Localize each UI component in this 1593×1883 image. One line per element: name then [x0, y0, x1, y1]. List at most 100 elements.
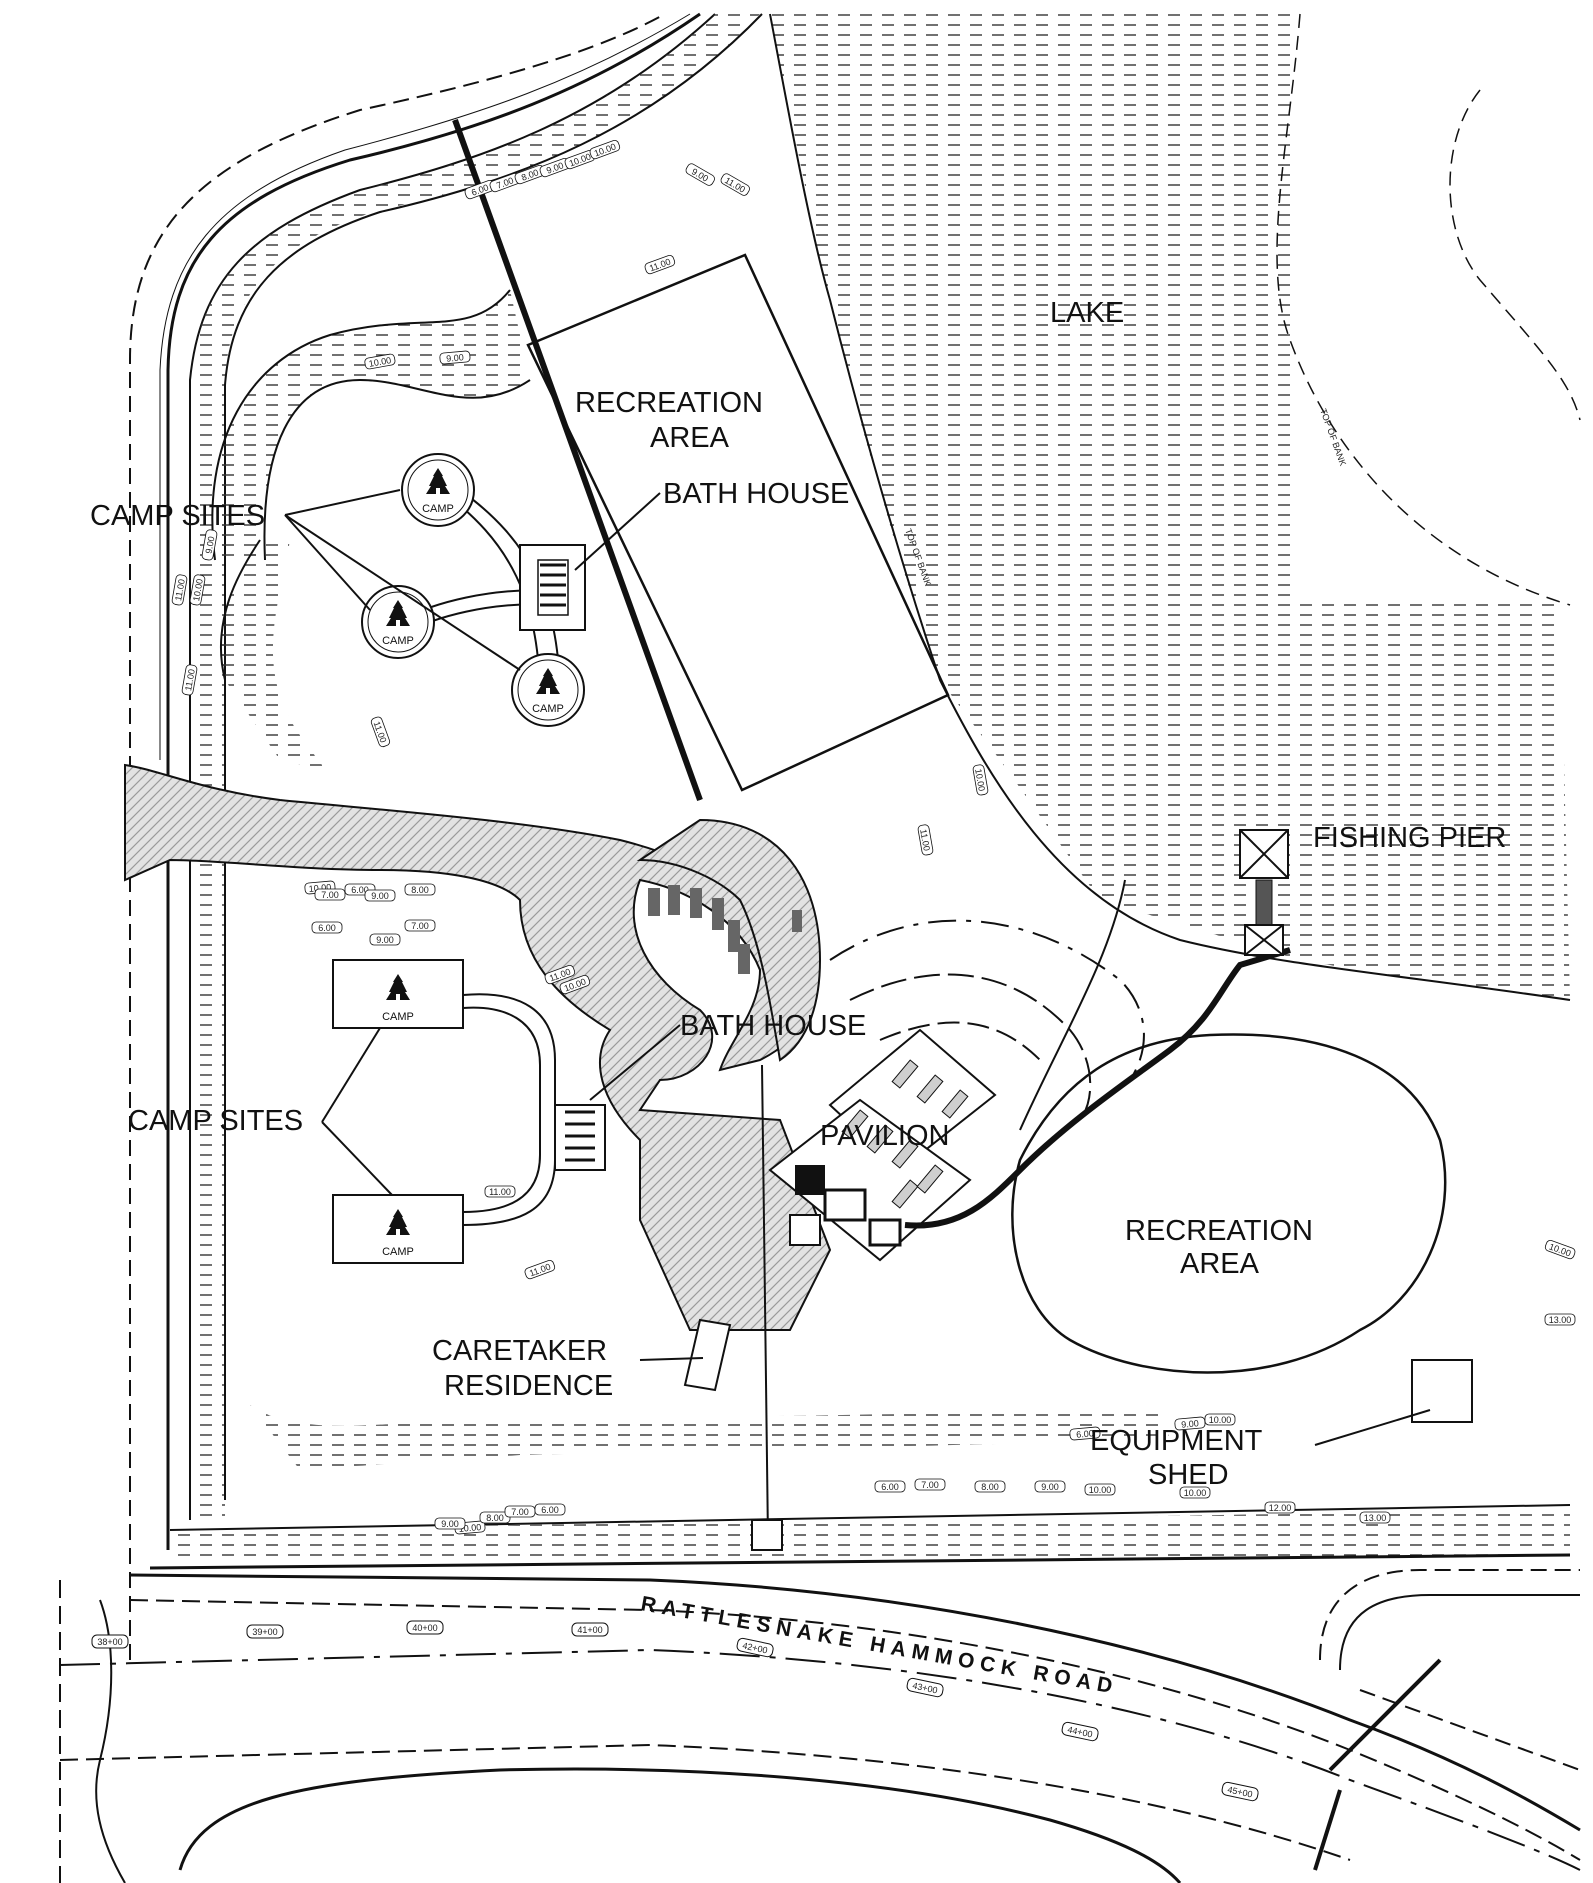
- svg-text:10.00: 10.00: [568, 151, 593, 168]
- contour-label: 10.00: [972, 764, 989, 796]
- camp-icon-label: CAMP: [382, 1011, 414, 1023]
- svg-text:10.00: 10.00: [593, 141, 618, 158]
- svg-text:6.00: 6.00: [881, 1482, 899, 1492]
- contour-label: 7.00: [314, 888, 346, 901]
- property-boundary: [129, 12, 763, 1660]
- svg-text:39+00: 39+00: [252, 1627, 277, 1637]
- contour-label: 9.00: [439, 350, 471, 365]
- paver-access-road: [124, 763, 832, 1331]
- svg-text:13.00: 13.00: [1364, 1513, 1387, 1523]
- contour-label: 11.00: [484, 1185, 516, 1198]
- svg-text:13.00: 13.00: [1549, 1315, 1572, 1325]
- parking-stalls: [648, 885, 802, 974]
- road-name-label: RATTLESNAKE HAMMOCK ROAD: [639, 1592, 1120, 1699]
- svg-text:38+00: 38+00: [97, 1637, 122, 1647]
- svg-text:11.00: 11.00: [489, 1187, 511, 1197]
- svg-text:6.00: 6.00: [1076, 1428, 1094, 1439]
- contour-label: 13.00: [1359, 1511, 1391, 1524]
- contour-label: 6.00: [311, 921, 343, 934]
- contour-label: 7.00: [914, 1478, 946, 1491]
- svg-text:10.00: 10.00: [1089, 1485, 1112, 1495]
- contour-label: 11.00: [370, 716, 391, 748]
- contour-label: 6.00: [534, 1503, 566, 1516]
- station-label: 45+00: [1221, 1781, 1259, 1802]
- contour-label: 9.00: [685, 163, 715, 186]
- contour-label: 9.00: [364, 889, 396, 902]
- contour-label: 13.00: [1544, 1313, 1576, 1326]
- contour-label: 10.00: [589, 139, 621, 160]
- svg-text:9.00: 9.00: [441, 1519, 459, 1529]
- recreation-area-north-field: [526, 253, 950, 792]
- camp-site-north-2: CAMP: [361, 585, 435, 659]
- camp-site-south-2: CAMP: [332, 1194, 464, 1264]
- recreation-area-north-label-2: AREA: [650, 422, 730, 454]
- contour-label: 7.00: [489, 172, 521, 193]
- camp-icon-label: CAMP: [382, 635, 414, 647]
- fishing-pier-label: FISHING PIER: [1313, 822, 1506, 854]
- contour-label: 10.00: [364, 353, 396, 370]
- camp-sites-north-label: CAMP SITES: [90, 500, 265, 532]
- caretaker-label-2: RESIDENCE: [444, 1370, 613, 1402]
- contour-label: 11.00: [524, 1259, 556, 1280]
- pavilion-arcs: [829, 919, 1145, 1121]
- station-label: 39+00: [246, 1624, 284, 1639]
- contour-label: 11.00: [181, 664, 198, 696]
- svg-text:11.00: 11.00: [173, 578, 187, 601]
- equipment-shed-label: EQUIPMENT: [1090, 1425, 1263, 1457]
- svg-text:7.00: 7.00: [411, 921, 429, 931]
- contour-label: 10.00: [189, 574, 206, 606]
- svg-text:10.00: 10.00: [458, 1522, 481, 1534]
- camp-sites-north-leaders: [284, 489, 521, 671]
- contour-label: 8.00: [404, 883, 436, 896]
- contour-label: 10.00: [1204, 1413, 1236, 1426]
- contour-label: 7.00: [504, 1505, 536, 1518]
- svg-text:8.00: 8.00: [486, 1513, 504, 1523]
- station-label: 43+00: [906, 1677, 944, 1698]
- contour-label: 9.00: [434, 1517, 466, 1530]
- bath-house-south-label: BATH HOUSE: [680, 1010, 866, 1042]
- svg-text:6.00: 6.00: [541, 1505, 559, 1515]
- top-of-bank-label: TOP OF BANK: [1318, 407, 1348, 467]
- svg-text:10.00: 10.00: [973, 768, 987, 792]
- caretaker-residence-building: [683, 1318, 732, 1392]
- camp-icon-label: CAMP: [532, 703, 564, 715]
- svg-text:12.00: 12.00: [1269, 1503, 1292, 1513]
- caretaker-label: CARETAKER: [432, 1335, 607, 1367]
- station-label: 44+00: [1061, 1721, 1099, 1742]
- svg-text:11.00: 11.00: [723, 175, 747, 195]
- svg-text:10.00: 10.00: [308, 882, 331, 894]
- contour-label: 6.00: [464, 179, 496, 200]
- svg-text:11.00: 11.00: [372, 720, 389, 744]
- station-label: 38+00: [91, 1634, 129, 1649]
- contour-label: 8.00: [974, 1480, 1006, 1493]
- contour-label: 10.00: [1544, 1239, 1576, 1260]
- camp-site-south-1: CAMP: [332, 959, 464, 1029]
- south-swale: [149, 1405, 1571, 1570]
- svg-text:9.00: 9.00: [446, 352, 464, 363]
- svg-text:8.00: 8.00: [411, 885, 429, 895]
- svg-text:10.00: 10.00: [368, 355, 392, 369]
- contour-label: 8.00: [479, 1511, 511, 1524]
- rattlesnake-hammock-road: [59, 1569, 1581, 1883]
- svg-text:6.00: 6.00: [318, 923, 336, 933]
- entrance-drive-line: [761, 1064, 769, 1541]
- contour-label: 9.00: [1034, 1480, 1066, 1493]
- contour-label: 11.00: [644, 254, 676, 275]
- station-label: 42+00: [736, 1637, 774, 1658]
- station-label: 40+00: [406, 1620, 444, 1635]
- camp-site-north-3: CAMP: [511, 653, 585, 727]
- north-guardrail: [159, 13, 691, 760]
- camp-site-north-1: CAMP: [401, 453, 475, 527]
- svg-text:8.00: 8.00: [981, 1482, 999, 1492]
- svg-text:11.00: 11.00: [648, 257, 672, 274]
- svg-text:40+00: 40+00: [412, 1623, 437, 1633]
- svg-text:6.00: 6.00: [351, 885, 369, 895]
- contour-label: 6.00: [874, 1480, 906, 1493]
- fishing-pier-structure: [1239, 829, 1289, 956]
- svg-text:7.00: 7.00: [921, 1480, 939, 1490]
- recreation-area-east-field: [1011, 1033, 1447, 1374]
- svg-text:9.00: 9.00: [1181, 1418, 1199, 1429]
